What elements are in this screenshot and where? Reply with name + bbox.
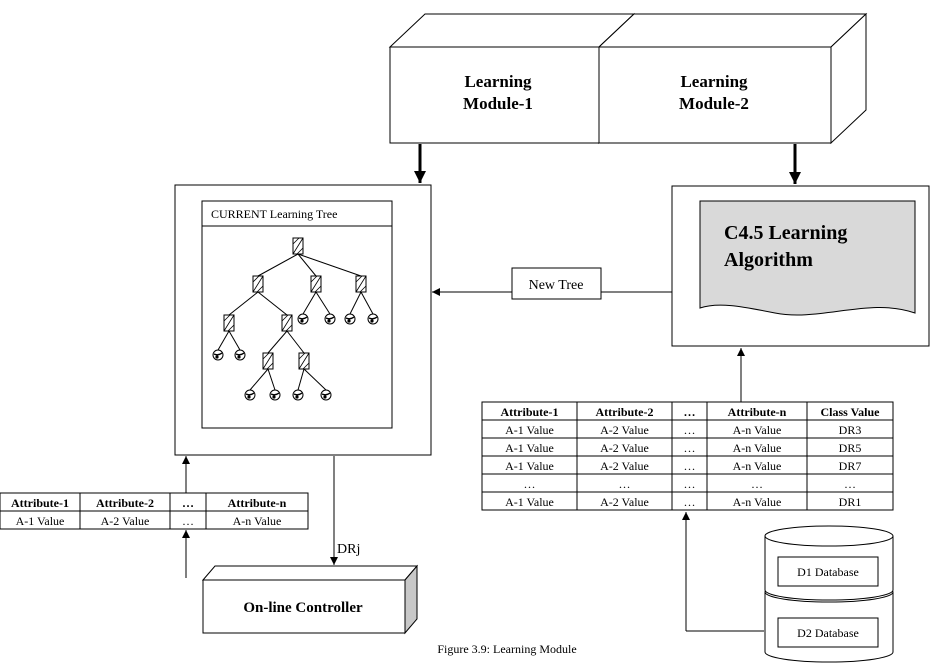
drj-label: DRj xyxy=(337,542,360,557)
right-table-cell: DR3 xyxy=(839,423,862,437)
d2-database-label: D2 Database xyxy=(797,626,859,640)
module-1-line-2: Module-1 xyxy=(463,94,533,113)
tree-decision-node xyxy=(292,237,304,255)
tree-decision-node xyxy=(355,275,367,293)
tree-edge xyxy=(297,253,317,277)
right-table-cell: A-2 Value xyxy=(600,495,649,509)
right-table-cell: A-n Value xyxy=(733,495,782,509)
right-table-cell: … xyxy=(684,495,696,509)
figure-caption: Figure 3.9: Learning Module xyxy=(437,642,576,656)
left-table-header-cell: Attribute-n xyxy=(228,496,287,510)
right-table-cell: … xyxy=(684,459,696,473)
right-table-cell: DR7 xyxy=(839,459,862,473)
tree-edge xyxy=(297,368,305,391)
tree-leaf-node xyxy=(234,349,246,361)
tree-edge xyxy=(228,291,259,316)
left-table-cell: A-1 Value xyxy=(16,514,65,528)
right-table-cell: … xyxy=(751,477,763,491)
right-table-cell: … xyxy=(684,441,696,455)
right-table-cell: … xyxy=(844,477,856,491)
tree-leaf-node xyxy=(324,313,336,325)
module-1-line-1: Learning xyxy=(464,72,532,91)
right-table-cell: … xyxy=(684,423,696,437)
right-table-cell: DR5 xyxy=(839,441,862,455)
algorithm-document-shape xyxy=(699,200,916,316)
tree-edge xyxy=(360,291,374,315)
algorithm-container: C4.5 Learning Algorithm xyxy=(671,185,930,347)
current-tree-container: CURRENT Learning Tree xyxy=(174,184,432,456)
right-table-cell: A-n Value xyxy=(733,441,782,455)
right-table-cell: A-1 Value xyxy=(505,495,554,509)
tree-edge xyxy=(349,291,362,315)
right-table-cell: … xyxy=(524,477,536,491)
tree-leaf-node xyxy=(297,313,309,325)
d1-database-label: D1 Database xyxy=(797,565,859,579)
algorithm-line-1: C4.5 Learning xyxy=(724,222,847,244)
tree-decision-node xyxy=(310,275,322,293)
tree-leaf-node xyxy=(269,389,281,401)
learning-module-2: Learning Module-2 xyxy=(597,12,868,145)
tree-decision-node xyxy=(262,352,274,370)
database-stack: D1 Database D2 Database xyxy=(764,525,894,663)
tree-edge xyxy=(249,368,269,391)
right-table-header-cell: Class Value xyxy=(820,405,880,419)
left-table-cell: A-2 Value xyxy=(101,514,150,528)
online-controller: On-line Controller xyxy=(201,564,419,635)
tree-leaf-node xyxy=(344,313,356,325)
tree-edge xyxy=(286,330,305,354)
tree-edge xyxy=(228,330,241,351)
training-data-table: Attribute-1 Attribute-2 … Attribute-n Class … xyxy=(481,401,894,511)
tree-leaf-node xyxy=(292,389,304,401)
decision-tree-graphic xyxy=(212,237,379,401)
tree-edge xyxy=(302,291,317,315)
tree-edge xyxy=(217,330,230,351)
right-table-header-cell: … xyxy=(684,405,696,419)
right-table-cell: … xyxy=(619,477,631,491)
module-2-line-1: Learning xyxy=(680,72,748,91)
right-table-cell: DR1 xyxy=(839,495,862,509)
left-table-header-cell: Attribute-2 xyxy=(96,496,154,510)
learning-module-1: Learning Module-1 xyxy=(388,12,636,145)
tree-leaf-node xyxy=(320,389,332,401)
tree-edge xyxy=(257,253,299,277)
right-table-cell: A-1 Value xyxy=(505,459,554,473)
left-table-header-cell: Attribute-1 xyxy=(11,496,69,510)
tree-leaf-node xyxy=(212,349,224,361)
right-table-cell: A-2 Value xyxy=(600,441,649,455)
new-tree-label: New Tree xyxy=(529,278,584,293)
right-table-header-cell: Attribute-2 xyxy=(596,405,654,419)
tree-edge xyxy=(267,330,288,354)
tree-decision-node xyxy=(252,275,264,293)
input-attribute-table: Attribute-1 Attribute-2 … Attribute-nA-1 Va… xyxy=(0,492,309,530)
right-table-cell: A-n Value xyxy=(733,459,782,473)
right-table-cell: A-1 Value xyxy=(505,441,554,455)
right-table-header-cell: Attribute-1 xyxy=(501,405,559,419)
tree-edge xyxy=(297,253,362,277)
tree-edge xyxy=(315,291,331,315)
right-table-cell: A-2 Value xyxy=(600,459,649,473)
algorithm-line-2: Algorithm xyxy=(724,249,813,271)
controller-label: On-line Controller xyxy=(243,600,363,616)
tree-leaf-node xyxy=(244,389,256,401)
right-table-header-cell: Attribute-n xyxy=(728,405,787,419)
right-table-cell: A-2 Value xyxy=(600,423,649,437)
right-table-cell: A-1 Value xyxy=(505,423,554,437)
tree-box-title: CURRENT Learning Tree xyxy=(211,207,337,221)
module-2-line-2: Module-2 xyxy=(679,94,749,113)
tree-decision-node xyxy=(223,314,235,332)
tree-edge xyxy=(257,291,288,316)
right-table-cell: A-n Value xyxy=(733,423,782,437)
tree-edge xyxy=(303,368,327,391)
left-table-cell: A-n Value xyxy=(233,514,282,528)
right-table-cell: … xyxy=(684,477,696,491)
left-table-cell: … xyxy=(182,514,194,528)
tree-decision-node xyxy=(298,352,310,370)
left-table-header-cell: … xyxy=(182,496,194,510)
tree-edge xyxy=(267,368,276,391)
new-tree-label-box xyxy=(511,267,602,300)
tree-decision-node xyxy=(281,314,293,332)
tree-leaf-node xyxy=(367,313,379,325)
